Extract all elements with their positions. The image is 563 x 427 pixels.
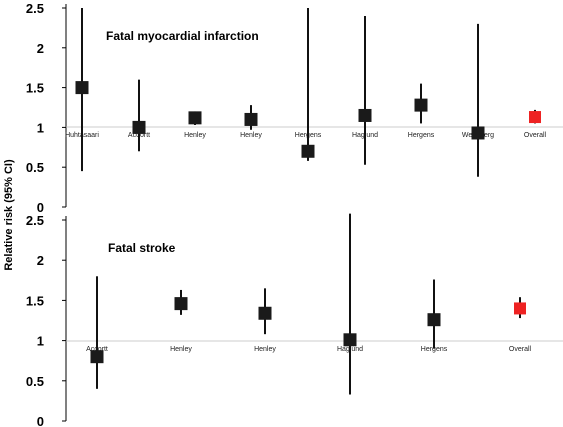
category-label: Henley xyxy=(240,132,262,139)
category-label: Hergens xyxy=(421,346,448,353)
y-tick-label: 2.5 xyxy=(26,1,44,16)
study-estimate-marker xyxy=(471,126,485,140)
study-estimate-marker xyxy=(244,112,258,126)
study-estimate-marker xyxy=(427,313,441,327)
study-estimate-marker xyxy=(132,120,146,134)
study-estimate-marker xyxy=(358,108,372,122)
y-axis-label: Relative risk (95% CI) xyxy=(3,159,15,271)
category-label: Hergens xyxy=(408,132,435,139)
y-tick-label: 2 xyxy=(37,41,44,56)
category-label: Overall xyxy=(509,346,532,353)
category-label: Henley xyxy=(254,346,276,353)
study-estimate-marker xyxy=(90,350,104,364)
study-estimate-marker xyxy=(343,333,357,347)
study-estimate-marker xyxy=(174,297,188,311)
panel-fatal-myocardial-infarction: Fatal myocardial infarction 0 0.5 1 1.5 2 2.5… xyxy=(26,1,563,215)
study-estimate-marker xyxy=(75,81,89,95)
category-label: Overall xyxy=(524,132,547,139)
y-tick-label: 1.5 xyxy=(26,81,44,96)
y-tick-label: 2.5 xyxy=(26,213,44,228)
panel-title: Fatal myocardial infarction xyxy=(106,29,259,43)
overall-estimate-marker xyxy=(529,111,541,124)
y-tick-label: 2 xyxy=(37,253,44,268)
y-tick-label: 0 xyxy=(37,200,44,215)
y-tick-label: 0 xyxy=(37,414,44,427)
panel-title: Fatal stroke xyxy=(108,241,176,255)
study-estimate-marker xyxy=(258,306,272,320)
study-estimate-marker xyxy=(188,111,202,125)
study-estimate-marker xyxy=(414,98,428,112)
y-tick-label: 0.5 xyxy=(26,160,44,175)
overall-estimate-marker xyxy=(514,302,526,315)
panel-fatal-stroke: Fatal stroke 00.511.522.5AccorttHenleyHe… xyxy=(26,213,563,427)
y-tick-label: 1 xyxy=(37,334,44,349)
y-tick-label: 1.5 xyxy=(26,293,44,308)
y-tick-label: 0.5 xyxy=(26,374,44,389)
y-tick-label: 1 xyxy=(37,120,44,135)
category-label: Henley xyxy=(170,346,192,353)
study-estimate-marker xyxy=(301,144,315,158)
category-label: Henley xyxy=(184,132,206,139)
